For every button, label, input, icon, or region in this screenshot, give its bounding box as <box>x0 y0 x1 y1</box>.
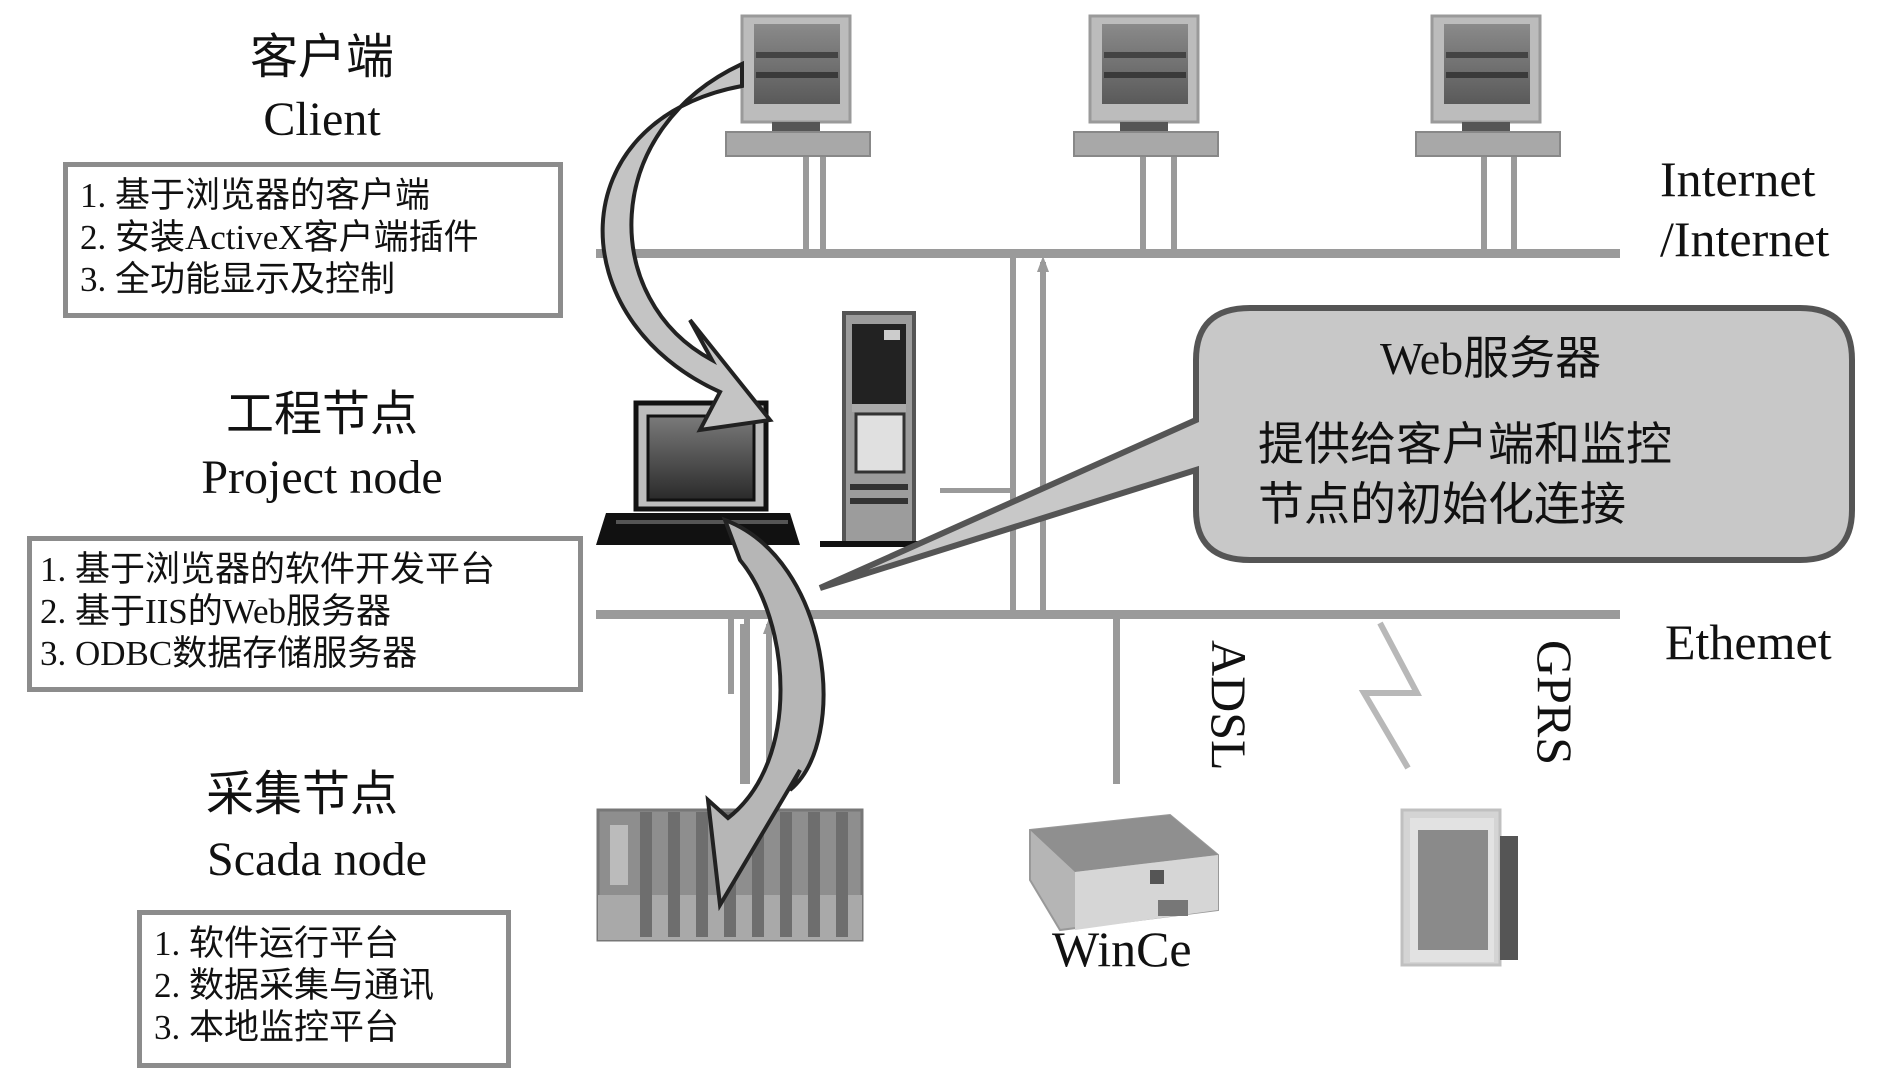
scada-feature-item: 2. 数据采集与通讯 <box>154 966 435 1005</box>
project-feature-item: 1. 基于浏览器的软件开发平台 <box>40 550 496 589</box>
project-to-scada-arrow <box>705 516 826 912</box>
scada-feature-item: 3. 本地监控平台 <box>154 1008 400 1047</box>
project-feature-item: 3. ODBC数据存储服务器 <box>40 634 418 673</box>
client-pc-3 <box>1415 14 1561 157</box>
gprs-terminal-icon <box>1400 808 1518 967</box>
bus-riser <box>940 253 1049 614</box>
callout-title: Web服务器 <box>1380 333 1602 384</box>
ethernet-bus-line <box>596 610 1620 619</box>
callout-line2: 节点的初始化连接 <box>1258 479 1626 530</box>
ethernet-label: Ethemet <box>1665 614 1832 670</box>
project-pc-icon <box>596 400 800 545</box>
gprs-wireless-icon <box>1358 621 1422 770</box>
scada-title-en: Scada node <box>207 833 427 886</box>
internet-bus-line <box>596 249 1620 258</box>
wince-label: WinCe <box>1052 921 1192 977</box>
wince-box-icon <box>1029 813 1219 932</box>
client-title-cn: 客户端 <box>249 31 394 84</box>
project-features-box: 1. 基于浏览器的软件开发平台 2. 基于IIS的Web服务器 3. ODBC数… <box>27 536 583 692</box>
scada-feature-item: 1. 软件运行平台 <box>154 924 400 963</box>
client-features-box: 1. 基于浏览器的客户端 2. 安装ActiveX客户端插件 3. 全功能显示及… <box>63 162 563 318</box>
server-tower-icon <box>820 311 920 547</box>
project-title-en: Project node <box>201 451 443 504</box>
callout-line1: 提供给客户端和监控 <box>1258 419 1672 470</box>
client-pc-1 <box>725 14 871 157</box>
adsl-label: ADSL <box>1201 640 1257 771</box>
client-pc-2 <box>1073 14 1219 157</box>
project-title-cn: 工程节点 <box>225 388 418 441</box>
client-feature-item: 3. 全功能显示及控制 <box>80 260 396 299</box>
gprs-label: GPRS <box>1527 640 1583 766</box>
client-feature-item: 1. 基于浏览器的客户端 <box>80 176 431 215</box>
client-title-en: Client <box>263 93 381 146</box>
scada-features-box: 1. 软件运行平台 2. 数据采集与通讯 3. 本地监控平台 <box>137 910 511 1068</box>
client-to-project-arrow <box>600 60 774 433</box>
web-server-callout <box>818 305 1855 591</box>
scada-title-cn: 采集节点 <box>205 768 398 821</box>
project-feature-item: 2. 基于IIS的Web服务器 <box>40 592 392 631</box>
internet-label-line1: Internet <box>1660 151 1816 207</box>
internet-label-line2: /Internet <box>1660 211 1830 267</box>
client-feature-item: 2. 安装ActiveX客户端插件 <box>80 218 479 257</box>
